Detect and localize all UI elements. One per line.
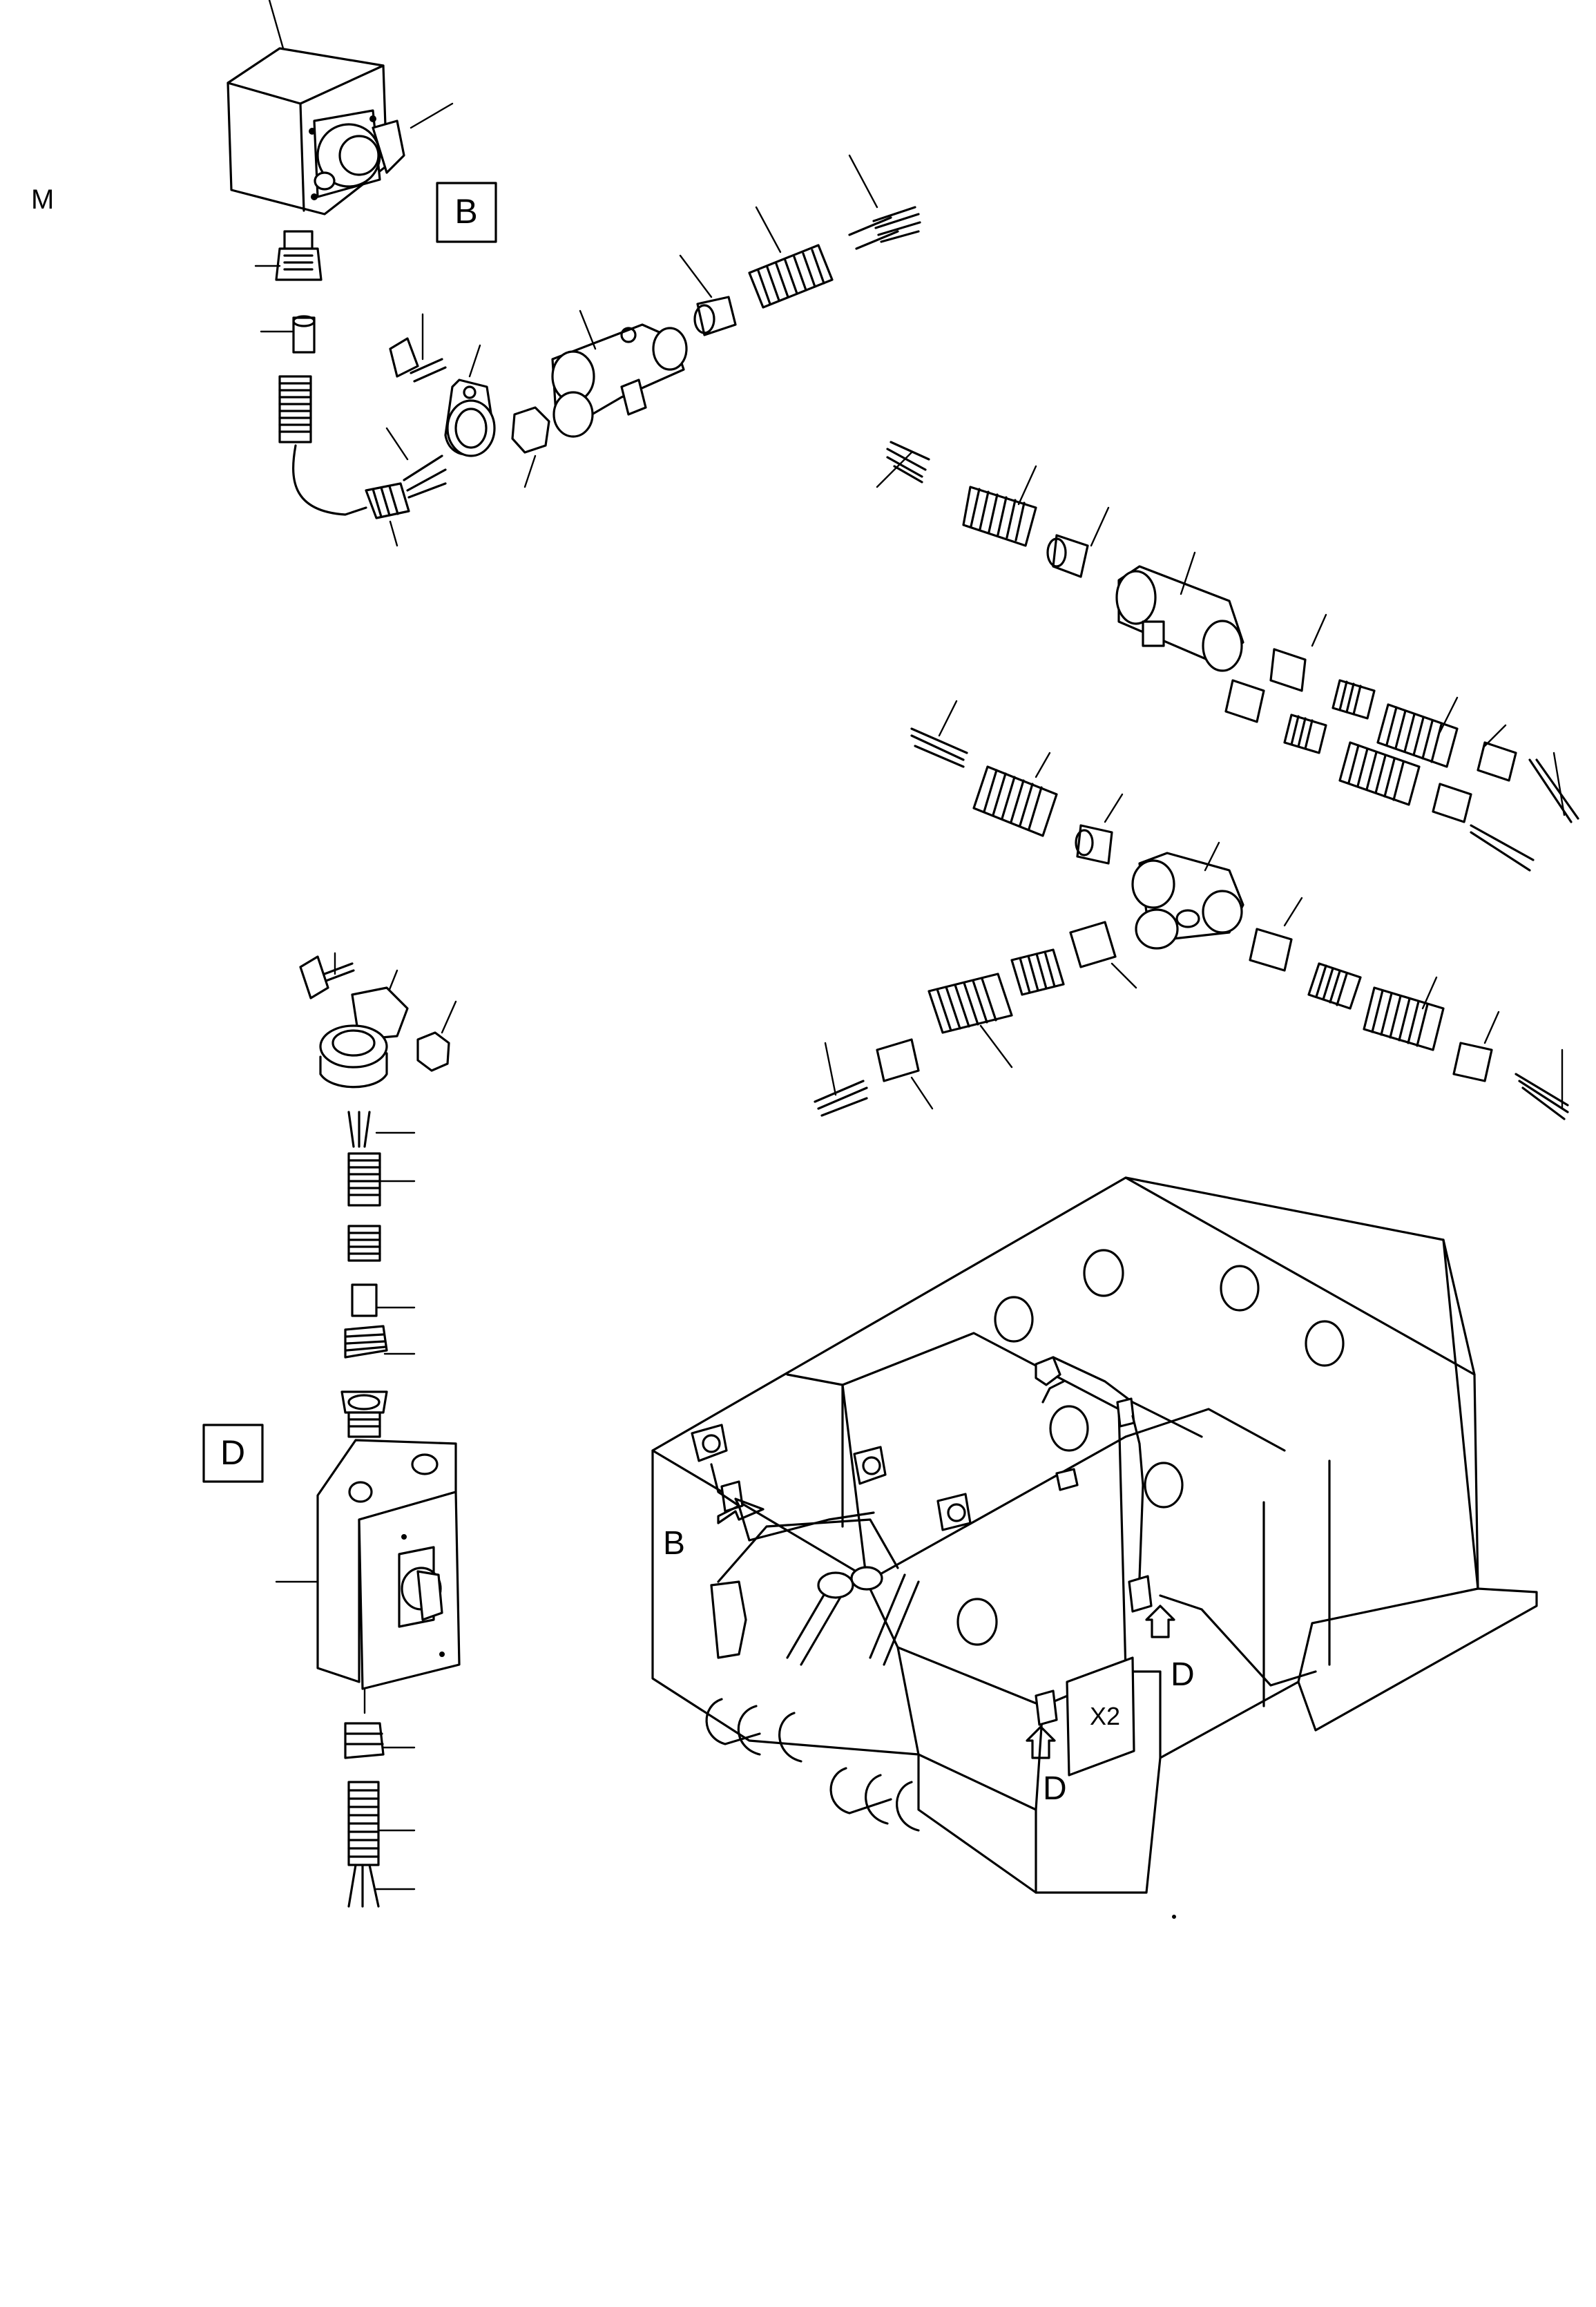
- callout-d-lower: D: [1043, 1770, 1067, 1807]
- detail-d-marker: D: [202, 1424, 264, 1483]
- machine-overview: X2 B D D: [651, 1176, 1538, 1919]
- x2-box-label: X2: [1090, 1702, 1120, 1730]
- detail-b-label: B: [454, 192, 477, 231]
- sheet-letter: M: [31, 184, 54, 215]
- callout-d-right: D: [1171, 1656, 1195, 1693]
- tee-cable-set: [814, 700, 1569, 1120]
- clamp-and-tee-assembly: [389, 154, 921, 488]
- detail-d-label: D: [220, 1433, 245, 1472]
- detail-b-marker: B: [436, 182, 497, 243]
- socket-box-assembly: [227, 0, 454, 547]
- callout-b: B: [663, 1525, 685, 1562]
- double-branch-cable-set: [876, 441, 1579, 872]
- isolator-switch-assembly: [275, 952, 461, 1908]
